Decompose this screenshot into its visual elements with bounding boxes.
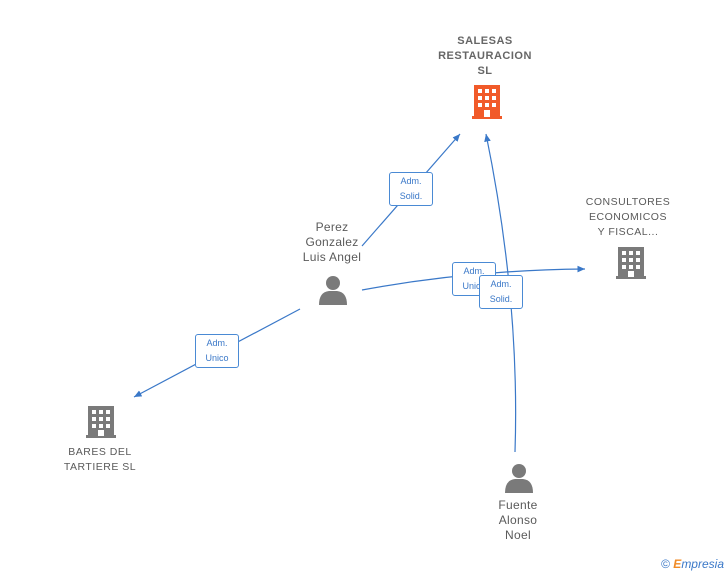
label-line: SALESAS — [457, 35, 513, 47]
person-icon[interactable] — [319, 276, 347, 305]
node-label-consultores[interactable]: CONSULTORES ECONOMICOS Y FISCAL... — [572, 195, 684, 240]
label-line: Alonso — [498, 513, 538, 527]
label-line: Gonzalez — [305, 235, 359, 249]
node-label-salesas[interactable]: SALESAS RESTAURACION SL — [420, 34, 550, 79]
edge-label-fuente-salesas[interactable]: Adm. Solid. — [479, 275, 523, 309]
edge-label-line: Solid. — [489, 294, 513, 304]
edge-label-line: Adm. — [463, 266, 485, 276]
edge-label-line: Adm. — [206, 338, 228, 348]
edge-label-line: Unico — [462, 281, 486, 291]
node-label-perez[interactable]: Perez Gonzalez Luis Angel — [290, 220, 374, 265]
person-icon[interactable] — [505, 464, 533, 493]
edge-label-line: Adm. — [490, 279, 512, 289]
building-icon[interactable] — [472, 85, 502, 119]
edge-label-perez-salesas[interactable]: Adm. Solid. — [389, 172, 433, 206]
label-line: Y FISCAL... — [597, 226, 659, 238]
building-icon[interactable] — [616, 247, 646, 279]
copyright-icon: © — [661, 557, 670, 571]
node-label-bares[interactable]: BARES DEL TARTIERE SL — [50, 445, 150, 475]
label-line: RESTAURACION — [438, 50, 532, 62]
label-line: SL — [477, 65, 493, 77]
label-line: TARTIERE SL — [63, 461, 137, 473]
brand-name: mpresia — [681, 557, 724, 571]
edge-label-line: Solid. — [399, 191, 423, 201]
node-label-fuente[interactable]: Fuente Alonso Noel — [476, 498, 560, 543]
label-line: Perez — [315, 220, 349, 234]
brand-initial: E — [673, 557, 682, 571]
edge-label-line: Adm. — [400, 176, 422, 186]
label-line: CONSULTORES — [585, 196, 671, 208]
building-icon[interactable] — [86, 406, 116, 438]
edge-label-line: Unico — [205, 353, 229, 363]
label-line: Luis Angel — [302, 250, 362, 264]
label-line: Fuente — [498, 498, 538, 512]
edge-label-perez-bares[interactable]: Adm. Unico — [195, 334, 239, 368]
label-line: Noel — [505, 528, 531, 542]
label-line: ECONOMICOS — [589, 211, 667, 223]
label-line: BARES DEL — [68, 446, 132, 458]
footer-brand[interactable]: © Empresia — [661, 557, 724, 571]
